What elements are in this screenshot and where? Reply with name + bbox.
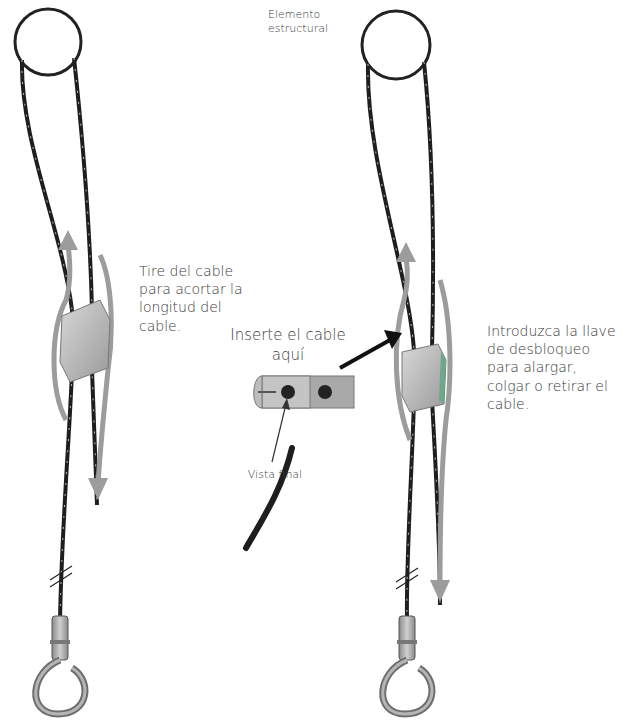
- instruction-note: Introduzca la llave de desbloqueo para a…: [487, 322, 619, 413]
- right-cable: [362, 11, 450, 714]
- part-name: Elemento estructural: [268, 8, 360, 37]
- end-view: [246, 330, 402, 548]
- left-cable: [15, 9, 111, 714]
- view-name: Vista final: [230, 468, 320, 482]
- instruction-note: Tire del cable para acortar la longitud …: [139, 262, 259, 335]
- instruction-note: Inserte el cable aquí: [228, 326, 348, 365]
